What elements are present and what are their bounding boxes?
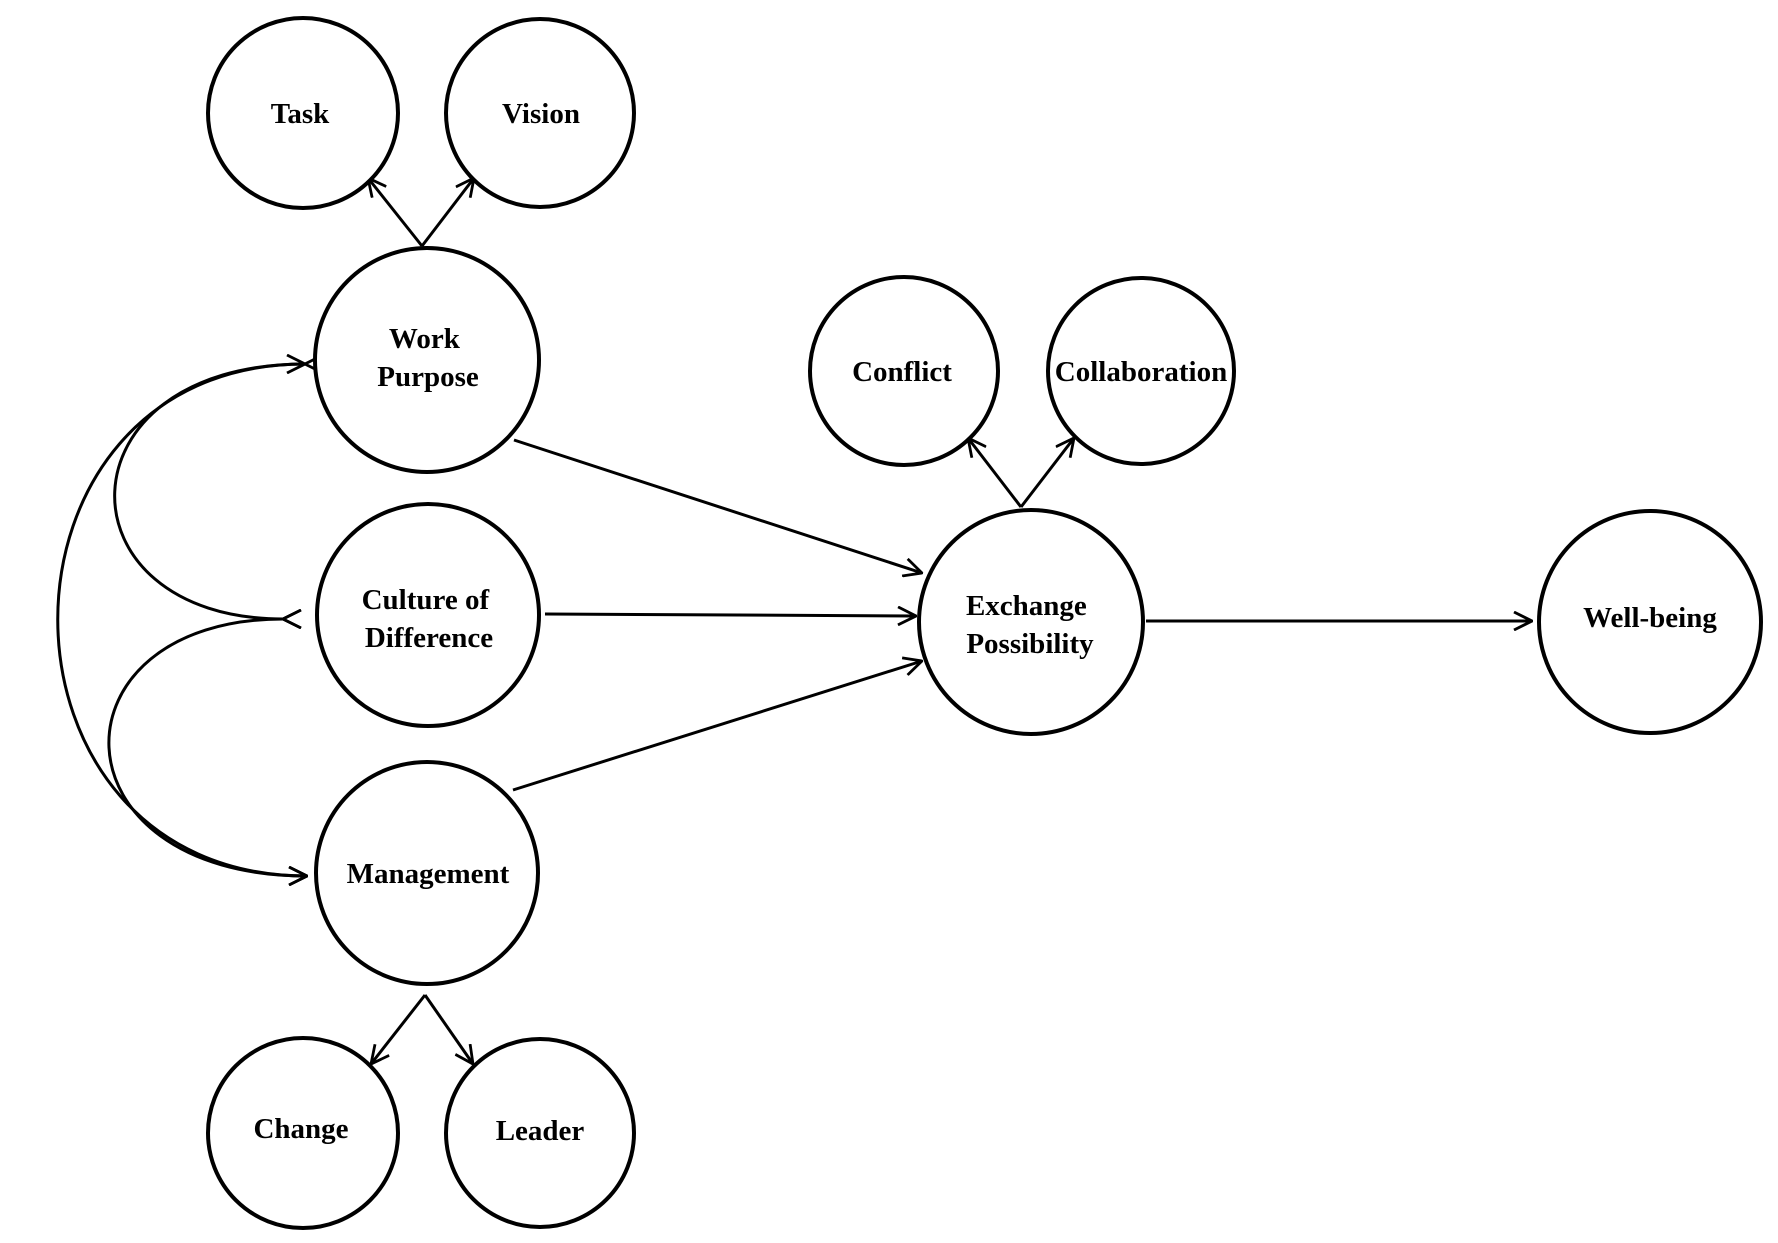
edges	[56, 178, 1532, 1064]
nodes: Task Vision Work Purpose Culture of Diff…	[206, 16, 1763, 1230]
node-label-well-being: Well-being	[1583, 602, 1717, 634]
edge-exchange-to-collaboration	[1019, 438, 1074, 508]
node-label-collaboration: Collaboration	[1055, 356, 1227, 388]
node-vision: Vision	[444, 17, 636, 209]
node-label-culture-of-difference: Culture of Difference	[362, 584, 497, 654]
edge-work-purpose-to-vision	[420, 178, 474, 247]
node-conflict: Conflict	[808, 275, 1000, 467]
node-culture-of-difference: Culture of Difference	[315, 502, 541, 728]
correlation-work-purpose-management	[56, 364, 307, 876]
node-label-conflict: Conflict	[852, 356, 952, 388]
correlation-culture-management	[107, 619, 307, 876]
node-label-vision: Vision	[502, 98, 580, 130]
node-label-task: Task	[271, 98, 330, 130]
node-management: Management	[314, 760, 540, 986]
correlation-work-purpose-culture	[113, 364, 305, 619]
node-label-management: Management	[347, 858, 510, 890]
node-leader: Leader	[444, 1037, 636, 1229]
node-label-exchange-possibility: Exchange Possibility	[966, 590, 1094, 660]
edge-management-to-exchange	[512, 661, 922, 792]
edge-exchange-to-conflict	[968, 438, 1023, 508]
node-exchange-possibility: Exchange Possibility	[917, 508, 1145, 736]
node-task: Task	[206, 16, 400, 210]
edge-culture-to-exchange	[544, 614, 916, 616]
node-collaboration: Collaboration	[1046, 276, 1236, 466]
node-label-work-purpose: Work Purpose	[377, 323, 479, 393]
edge-management-to-leader	[423, 994, 473, 1064]
node-label-leader: Leader	[496, 1115, 585, 1147]
node-label-change: Change	[253, 1113, 348, 1145]
node-well-being: Well-being	[1537, 509, 1763, 735]
edge-work-purpose-to-task	[368, 178, 424, 247]
edge-work-purpose-to-exchange	[513, 438, 922, 573]
node-change: Change	[206, 1036, 400, 1230]
node-work-purpose: Work Purpose	[313, 246, 541, 474]
edge-management-to-change	[371, 994, 427, 1064]
